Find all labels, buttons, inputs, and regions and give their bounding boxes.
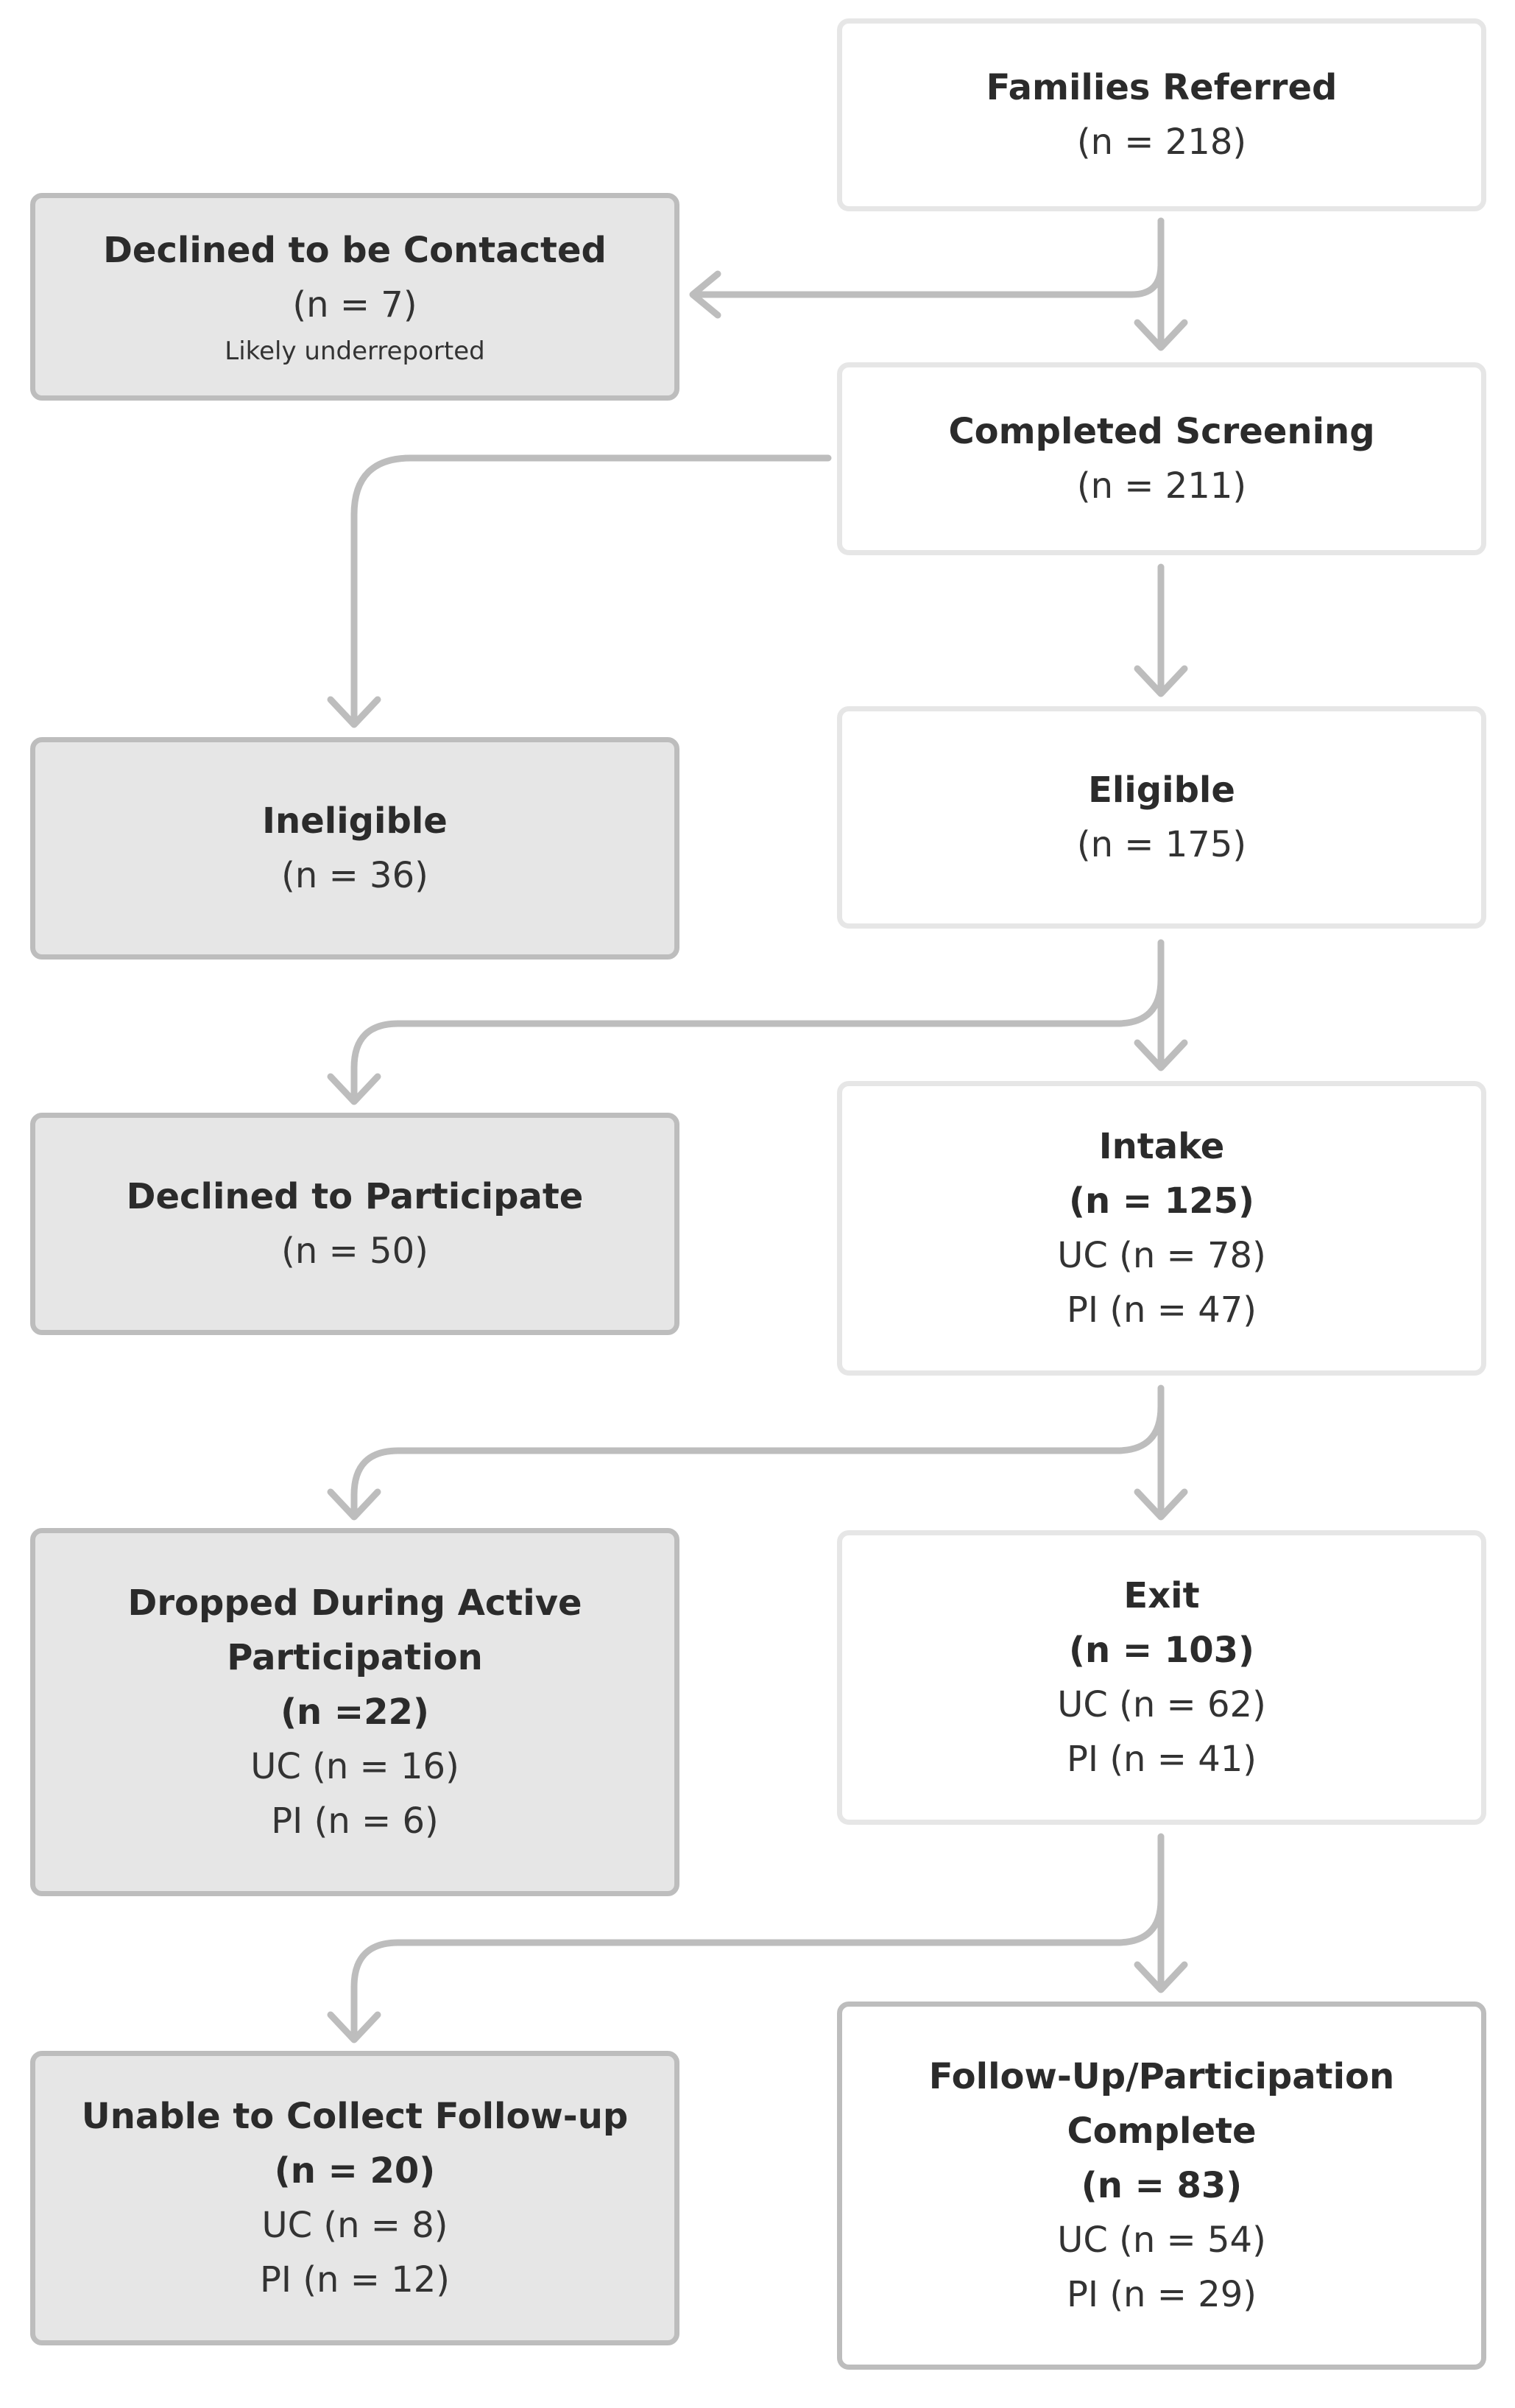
unable-followup-count: (n = 20) [274, 2150, 436, 2192]
declined-contact-box: Declined to be Contacted (n = 7) Likely … [30, 193, 679, 401]
declined-participate-count: (n = 50) [281, 1231, 428, 1272]
dropped-title-line1: Dropped During Active [127, 1583, 582, 1624]
arrow-referred-to-declined-contact [692, 217, 1165, 298]
dropped-uc: UC (n = 16) [250, 1746, 459, 1787]
unable-followup-uc: UC (n = 8) [261, 2205, 448, 2246]
exit-box: Exit (n = 103) UC (n = 62) PI (n = 41) [837, 1530, 1486, 1825]
intake-title: Intake [1098, 1126, 1225, 1167]
declined-participate-title: Declined to Participate [126, 1176, 584, 1217]
arrowhead-dropped [327, 1488, 381, 1521]
unable-followup-box: Unable to Collect Follow-up (n = 20) UC … [30, 2051, 679, 2345]
unable-followup-title: Unable to Collect Follow-up [81, 2096, 629, 2137]
dropped-title-line2: Participation [227, 1637, 483, 1678]
ineligible-title: Ineligible [262, 800, 448, 842]
dropped-count: (n =22) [280, 1691, 429, 1733]
declined-contact-count: (n = 7) [292, 284, 417, 325]
arrowhead-intake [1134, 1039, 1188, 1071]
eligible-count: (n = 175) [1076, 824, 1247, 865]
declined-contact-note: Likely underreported [225, 337, 485, 366]
followup-complete-uc: UC (n = 54) [1057, 2219, 1266, 2261]
followup-complete-box: Follow-Up/Participation Complete (n = 83… [837, 2002, 1486, 2370]
declined-participate-box: Declined to Participate (n = 50) [30, 1113, 679, 1335]
families-referred-count: (n = 218) [1076, 122, 1247, 163]
eligible-title: Eligible [1088, 770, 1235, 811]
completed-screening-title: Completed Screening [948, 411, 1375, 452]
exit-count: (n = 103) [1069, 1630, 1254, 1671]
declined-contact-title: Declined to be Contacted [103, 230, 607, 271]
families-referred-box: Families Referred (n = 218) [837, 18, 1486, 211]
exit-title: Exit [1123, 1575, 1200, 1616]
ineligible-box: Ineligible (n = 36) [30, 737, 679, 960]
arrow-exit-to-unable-followup [350, 1896, 1165, 2042]
arrowhead-eligible [1134, 665, 1188, 697]
intake-pi: PI (n = 47) [1066, 1289, 1257, 1331]
followup-complete-title-line2: Complete [1067, 2110, 1257, 2152]
exit-pi: PI (n = 41) [1066, 1739, 1257, 1780]
unable-followup-pi: PI (n = 12) [259, 2259, 451, 2300]
dropped-box: Dropped During Active Participation (n =… [30, 1528, 679, 1896]
completed-screening-count: (n = 211) [1076, 465, 1247, 507]
followup-complete-pi: PI (n = 29) [1066, 2274, 1257, 2315]
arrowhead-declined-participate [327, 1073, 381, 1105]
arrowhead-complete [1134, 1961, 1188, 1993]
arrowhead-screening [1134, 319, 1188, 351]
arrow-intake-to-dropped [350, 1403, 1165, 1519]
arrowhead-exit [1134, 1488, 1188, 1521]
ineligible-count: (n = 36) [281, 855, 428, 896]
followup-complete-count: (n = 83) [1081, 2165, 1243, 2206]
eligible-box: Eligible (n = 175) [837, 706, 1486, 929]
arrow-screening-to-ineligible [350, 454, 832, 727]
completed-screening-box: Completed Screening (n = 211) [837, 362, 1486, 555]
arrow-eligible-to-declined-participate [350, 976, 1165, 1104]
exit-uc: UC (n = 62) [1057, 1684, 1266, 1725]
intake-uc: UC (n = 78) [1057, 1235, 1266, 1276]
arrowhead-declined-contact [689, 270, 721, 319]
families-referred-title: Families Referred [986, 67, 1338, 108]
dropped-pi: PI (n = 6) [271, 1800, 439, 1842]
arrowhead-ineligible [327, 696, 381, 728]
intake-count: (n = 125) [1069, 1180, 1254, 1222]
followup-complete-title-line1: Follow-Up/Participation [928, 2056, 1395, 2097]
intake-box: Intake (n = 125) UC (n = 78) PI (n = 47) [837, 1081, 1486, 1376]
arrowhead-unable-followup [327, 2011, 381, 2043]
